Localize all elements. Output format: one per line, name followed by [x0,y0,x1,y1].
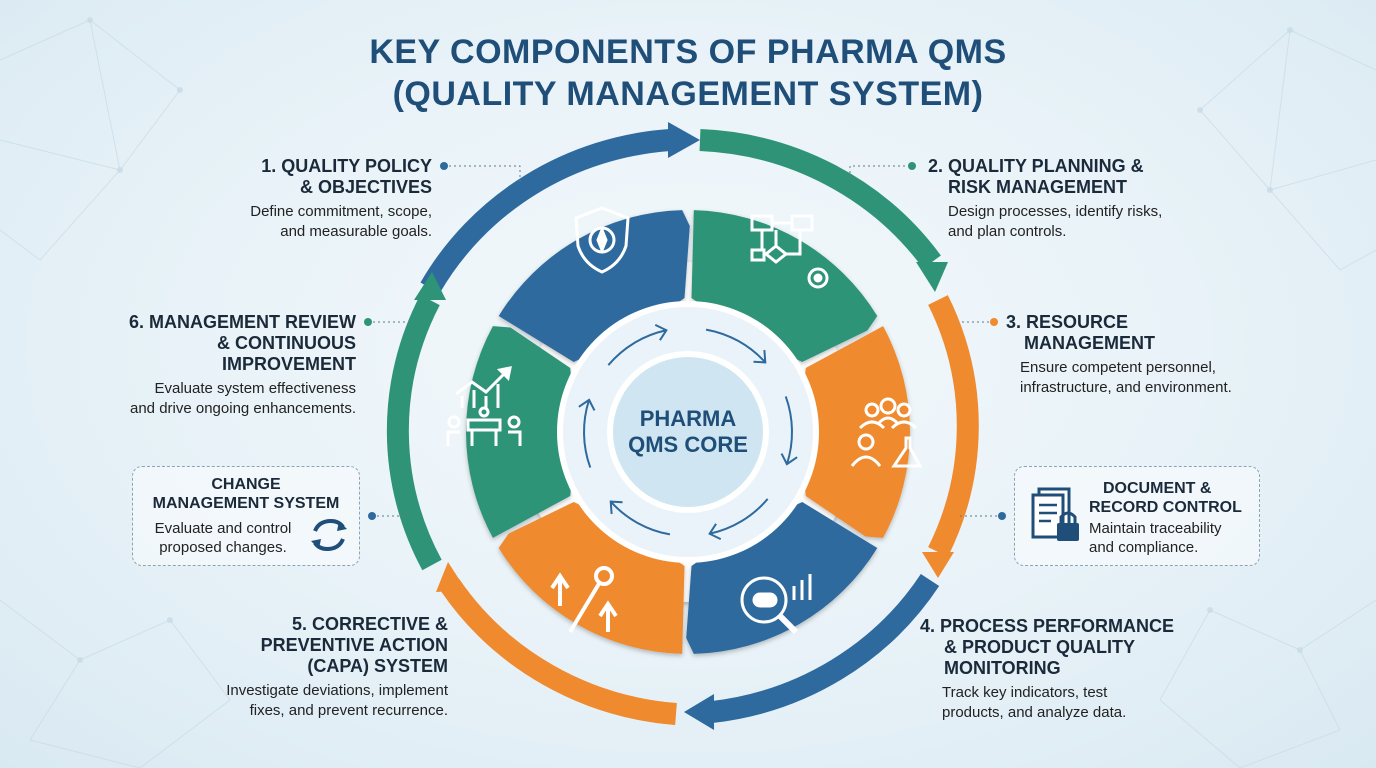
document-title-line-1: DOCUMENT & [1103,480,1212,497]
ring-arrowhead-5 [436,562,466,592]
inner-arrow-6 [583,399,592,468]
meeting-growth-icon [446,366,522,446]
ring-arc-2 [699,129,941,269]
connector-dot-2 [908,162,916,170]
component-5-block: 5. CORRECTIVE & PREVENTIVE ACTION (CAPA)… [150,614,448,721]
document-desc-line-2: and compliance. [1089,539,1199,556]
component-5-title-line-3: (CAPA) SYSTEM [307,656,448,676]
wheel-segment-3 [800,326,911,538]
component-4-title-line-1: 4. PROCESS PERFORMANCE [920,616,1175,636]
ring-arrowhead-6 [414,272,446,300]
component-2-title-line-1: 2. QUALITY PLANNING & [928,156,1144,176]
change-title-line-2: MANAGEMENT SYSTEM [152,495,340,512]
component-3-desc-line-2: infrastructure, and environment. [1020,379,1232,396]
component-1-title-line-1: 1. QUALITY POLICY [261,156,432,176]
component-3-block: 3. RESOURCE MANAGEMENT Ensure competent … [1006,312,1296,398]
ring-arrowhead-1 [668,122,700,158]
inner-arrowhead-5 [609,500,623,514]
core-circle [607,351,769,513]
component-4-title-line-2: & PRODUCT QUALITY [944,637,1135,657]
magnifier-pill-chart-icon [740,574,812,635]
people-flask-icon [850,397,923,468]
change-management-box: CHANGE MANAGEMENT SYSTEM Evaluate and co… [132,466,360,566]
component-1-title-line-2: & OBJECTIVES [299,177,432,197]
inner-arrowhead-3 [780,453,798,466]
component-2-desc-line-1: Design processes, identify risks, [948,203,1163,220]
component-1-block: 1. QUALITY POLICY & OBJECTIVES Define co… [170,156,432,242]
change-desc-line-1: Evaluate and control [154,520,292,537]
connector-dot-document [998,512,1006,520]
ring-arc-4 [710,573,940,723]
connector-dot-1 [440,162,448,170]
inner-cycle-arrows [578,323,798,541]
inner-arrow-3 [784,396,793,465]
ring-arrowhead-3 [922,552,954,578]
shield-compass-icon [574,206,630,274]
component-4-desc-line-1: Track key indicators, test [942,684,1108,701]
component-6-block: 6. MANAGEMENT REVIEW & CONTINUOUS IMPROV… [60,312,356,419]
ring-arc-6 [386,294,442,571]
component-5-desc-line-2: fixes, and prevent recurrence. [249,702,448,719]
document-desc-line-1: Maintain traceability [1089,520,1222,537]
inner-arrow-1 [607,329,667,366]
component-6-title-line-2: & CONTINUOUS [217,333,356,353]
wrench-arrows-icon [550,566,618,634]
document-lock-icon [1031,487,1079,541]
core-label-wrap: PHARMA QMS CORE [618,362,758,502]
inner-arrowhead-2 [753,350,767,364]
inner-arrowhead-6 [578,398,596,411]
page-title-line-1: KEY COMPONENTS OF PHARMA QMS [369,33,1007,71]
inner-arrow-2 [705,328,767,364]
ring-arc-5 [440,578,677,725]
component-1-desc-line-1: Define commitment, scope, [250,203,432,220]
inner-arrow-4 [709,498,769,535]
connector-dot-6 [364,318,372,326]
component-3-desc-line-1: Ensure competent personnel, [1020,359,1216,376]
component-3-title-line-1: 3. RESOURCE [1006,312,1129,332]
document-title-line-2: RECORD CONTROL [1089,499,1242,516]
document-control-box: DOCUMENT & RECORD CONTROL Maintain trace… [1014,466,1260,566]
page-title-line-2: (QUALITY MANAGEMENT SYSTEM) [392,75,984,113]
ring-arrowhead-2 [916,262,948,292]
component-3-title-line-2: MANAGEMENT [1024,333,1155,353]
inner-arrowhead-4 [708,523,722,541]
ring-arc-1 [420,129,671,294]
connector-dot-change [368,512,376,520]
connector-line-2 [849,165,910,180]
ring-arrowhead-4 [684,694,714,730]
component-6-title-line-3: IMPROVEMENT [221,354,356,374]
component-4-desc-line-2: products, and analyze data. [942,704,1127,721]
change-title-line-1: CHANGE [211,476,281,493]
component-5-desc-line-1: Investigate deviations, implement [226,682,448,699]
component-2-desc-line-2: and plan controls. [948,223,1067,240]
connector-line-1 [444,165,521,182]
component-6-desc-line-1: Evaluate system effectiveness [154,380,357,397]
outer-ring-arrows [386,122,979,730]
component-5-title-line-1: 5. CORRECTIVE & [291,614,448,634]
component-6-title-line-1: 6. MANAGEMENT REVIEW [128,312,356,332]
ring-arc-3 [928,295,979,557]
change-desc-line-2: proposed changes. [159,539,287,556]
component-2-title-line-2: RISK MANAGEMENT [948,177,1127,197]
sync-arrows-icon [311,518,347,552]
component-2-block: 2. QUALITY PLANNING & RISK MANAGEMENT De… [928,156,1228,242]
component-6-desc-line-2: and drive ongoing enhancements. [130,400,356,417]
component-4-block: 4. PROCESS PERFORMANCE & PRODUCT QUALITY… [920,616,1220,723]
flowchart-gear-icon [750,214,829,289]
component-4-title-line-3: MONITORING [944,658,1061,678]
inner-arrowhead-1 [654,323,668,341]
component-1-desc-line-2: and measurable goals. [280,223,432,240]
component-5-title-line-2: PREVENTIVE ACTION [260,635,448,655]
connector-dot-3 [990,318,998,326]
inner-arrow-5 [609,500,671,536]
core-label: PHARMA QMS CORE [628,406,748,457]
